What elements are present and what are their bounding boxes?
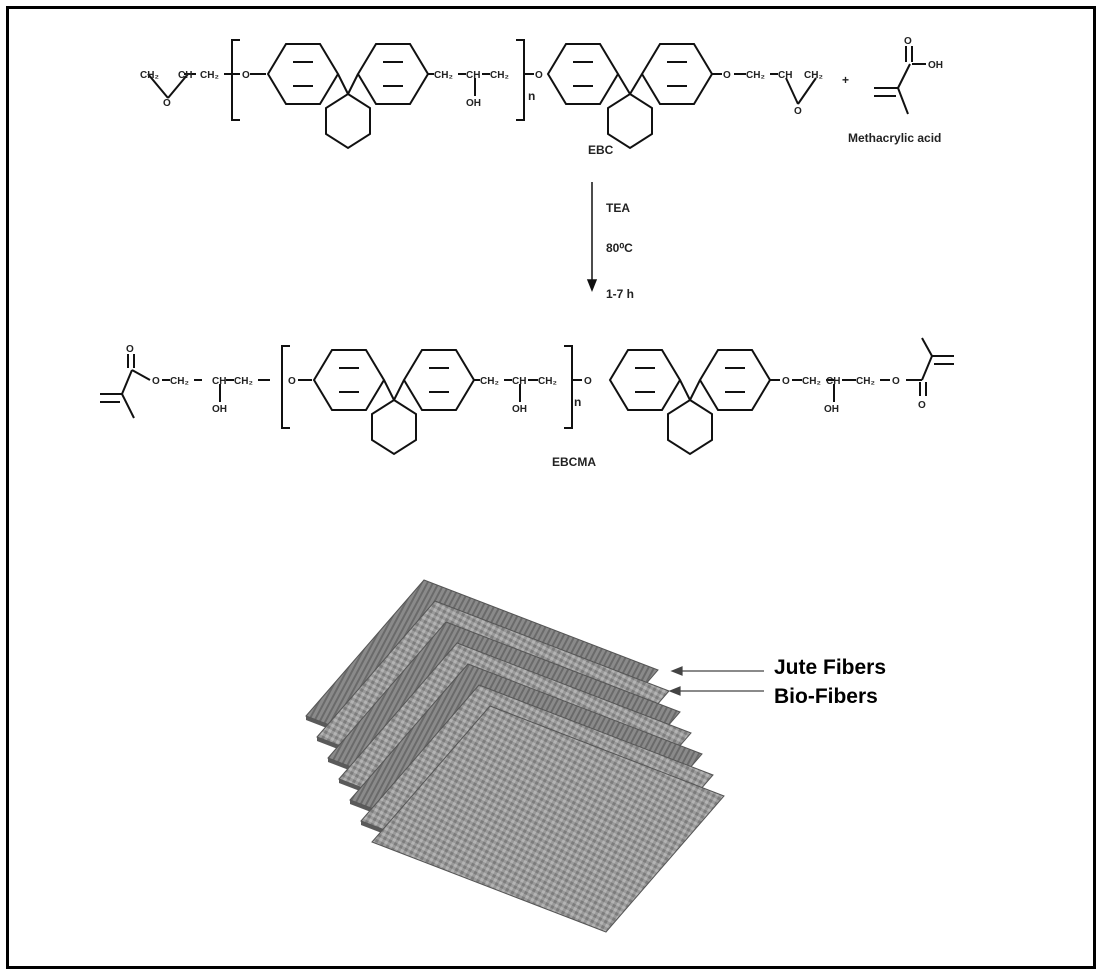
ch2-label: CH₂ bbox=[490, 70, 509, 81]
ebc-atom-labels: CH₂ CH CH₂ O O CH₂ CH CH₂ OH n O O CH₂ C… bbox=[140, 36, 943, 157]
ch2-label: CH₂ bbox=[480, 376, 499, 387]
ebc-structure bbox=[147, 39, 926, 150]
ch-label: CH bbox=[826, 376, 840, 387]
ebcma-label: EBCMA bbox=[552, 455, 596, 469]
ebcma-atom-labels: O O CH₂ CH OH CH₂ O CH₂ CH OH CH₂ n O O … bbox=[126, 344, 926, 469]
carbonyl-o-label: O bbox=[126, 344, 134, 355]
ch-label: CH bbox=[178, 70, 192, 81]
jute-fiber-layer bbox=[371, 705, 725, 933]
time-label: 1-7 h bbox=[606, 287, 634, 301]
ether-o-label: O bbox=[782, 376, 790, 387]
ester-o-label: O bbox=[892, 376, 900, 387]
repeat-n-label: n bbox=[528, 89, 535, 103]
ester-o-label: O bbox=[152, 376, 160, 387]
bio-fibers-label: Bio-Fibers bbox=[774, 685, 878, 708]
ch2-label: CH₂ bbox=[140, 70, 159, 81]
ch2-label: CH₂ bbox=[856, 376, 875, 387]
hydroxyl-label: OH bbox=[824, 404, 839, 415]
ch2-label: CH₂ bbox=[538, 376, 557, 387]
ch2-label: CH₂ bbox=[802, 376, 821, 387]
reaction-conditions: TEA 80⁰C 1-7 h bbox=[606, 201, 634, 301]
ch2-label: CH₂ bbox=[746, 70, 765, 81]
ch2-label: CH₂ bbox=[234, 376, 253, 387]
ether-o-label: O bbox=[242, 70, 250, 81]
jute-fibers-label: Jute Fibers bbox=[774, 656, 886, 679]
ch-label: CH bbox=[212, 376, 226, 387]
carbonyl-o-label: O bbox=[918, 400, 926, 411]
acid-carbonyl-o-label: O bbox=[904, 36, 912, 47]
acid-oh-label: OH bbox=[928, 60, 943, 71]
repeat-n-label: n bbox=[574, 395, 581, 409]
ether-o-label: O bbox=[723, 70, 731, 81]
ch2-label: CH₂ bbox=[434, 70, 453, 81]
temperature-label: 80⁰C bbox=[606, 241, 633, 255]
ch-label: CH bbox=[512, 376, 526, 387]
ch-label: CH bbox=[778, 70, 792, 81]
methacrylic-acid-label: Methacrylic acid bbox=[848, 131, 941, 145]
ebcma-structure bbox=[100, 337, 954, 456]
epoxide-o-label: O bbox=[794, 106, 802, 117]
ch2-label: CH₂ bbox=[170, 376, 189, 387]
epoxide-o-label: O bbox=[163, 98, 171, 109]
catalyst-label: TEA bbox=[606, 201, 630, 215]
hydroxyl-label: OH bbox=[212, 404, 227, 415]
plus-sign: + bbox=[842, 73, 849, 87]
ether-o-label: O bbox=[288, 376, 296, 387]
hydroxyl-label: OH bbox=[512, 404, 527, 415]
reaction-arrow bbox=[586, 182, 598, 293]
ether-o-label: O bbox=[584, 376, 592, 387]
ebc-label: EBC bbox=[588, 143, 614, 157]
laminate-stack bbox=[305, 579, 725, 933]
ch2-label: CH₂ bbox=[804, 70, 823, 81]
laminate-callouts bbox=[668, 666, 764, 696]
ether-o-label: O bbox=[535, 70, 543, 81]
ch-label: CH bbox=[466, 70, 480, 81]
ch2-label: CH₂ bbox=[200, 70, 219, 81]
hydroxyl-label: OH bbox=[466, 98, 481, 109]
